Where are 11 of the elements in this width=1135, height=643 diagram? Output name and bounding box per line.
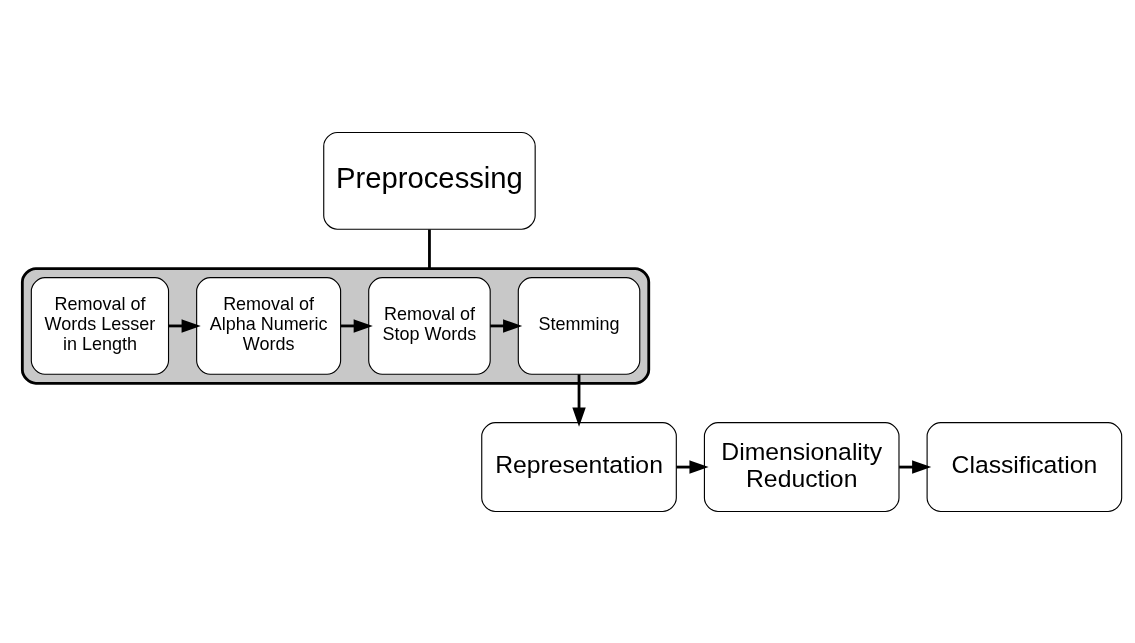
node-box: Removal of Words Lesser in Length <box>30 276 170 375</box>
node-box: Representation <box>481 421 677 512</box>
node-box: Removal of Stop Words <box>368 276 491 375</box>
arrow <box>572 374 586 427</box>
node-box: Dimensionality Reduction <box>703 421 900 512</box>
node-box: Preprocessing <box>323 131 536 230</box>
cluster <box>20 266 651 385</box>
node-box: Classification <box>926 421 1123 512</box>
connector <box>428 229 431 269</box>
node-box: Removal of Alpha Numeric Words <box>196 276 342 375</box>
node-box: Stemming <box>517 276 641 375</box>
